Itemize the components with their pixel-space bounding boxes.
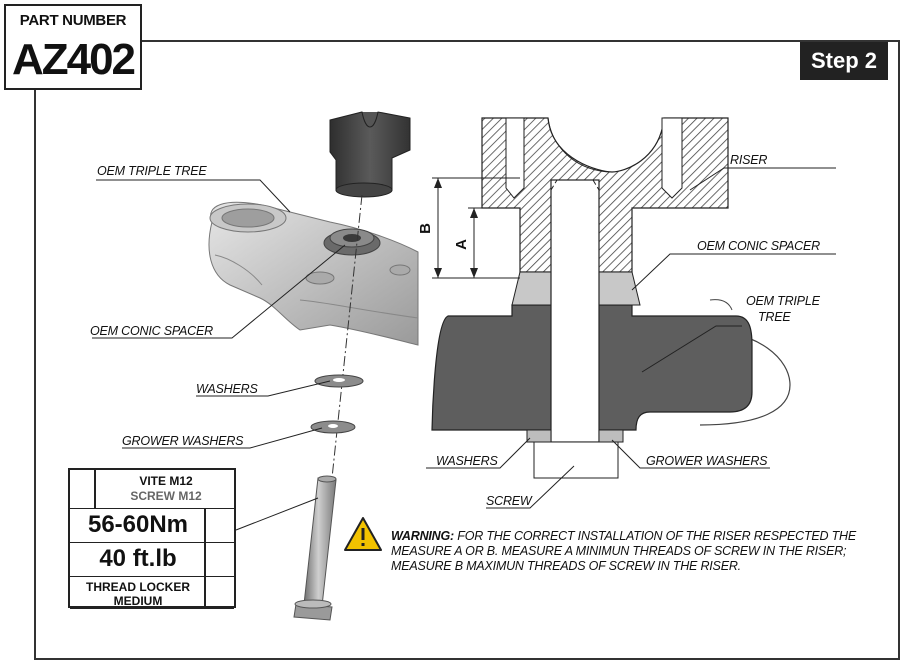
grower-washer-3d (310, 420, 356, 434)
label-oem-conic-spacer-section: OEM CONIC SPACER (697, 239, 820, 253)
step-badge: Step 2 (800, 42, 888, 80)
spec-torque-nm: 56-60Nm (87, 511, 189, 538)
label-washers-section: WASHERS (436, 454, 498, 468)
section-view (431, 117, 791, 479)
spec-thread-locker-1: THREAD LOCKER (86, 580, 190, 594)
part-number-value: AZ402 (11, 35, 136, 84)
label-screw: SCREW (486, 494, 532, 508)
screw-3d (293, 475, 337, 621)
label-washers: WASHERS (196, 382, 258, 396)
label-oem-triple-tree-section-1: OEM TRIPLE (746, 294, 820, 308)
label-riser: RISER (730, 153, 768, 167)
warning-icon (344, 517, 382, 551)
label-oem-conic-spacer: OEM CONIC SPACER (90, 324, 213, 338)
spec-row-torque-ftlb: 40 ft.lb (70, 542, 234, 577)
drawing-frame (34, 40, 900, 660)
spec-screw-en: SCREW M12 (130, 489, 202, 503)
screw-spec-box: VITE M12 SCREW M12 56-60Nm 40 ft.lb THRE… (68, 468, 236, 609)
label-oem-triple-tree: OEM TRIPLE TREE (97, 164, 207, 178)
riser-3d (329, 111, 411, 198)
right-leader-lines (426, 167, 836, 509)
dimension-a-label: A (452, 239, 470, 250)
spec-torque-ftlb: 40 ft.lb (99, 545, 177, 572)
dimension-b-label: B (416, 223, 434, 234)
warning-note: WARNING: FOR THE CORRECT INSTALLATION OF… (391, 529, 861, 574)
washer-3d (314, 374, 364, 388)
triple-tree-3d (208, 201, 419, 346)
label-grower-washers-section: GROWER WASHERS (646, 454, 768, 468)
spec-row-torque-nm: 56-60Nm (70, 508, 234, 543)
warning-text: FOR THE CORRECT INSTALLATION OF THE RISE… (391, 529, 857, 573)
label-oem-triple-tree-section-2: TREE (758, 310, 791, 324)
spec-screw-it: VITE M12 (139, 474, 193, 488)
spec-thread-locker-2: MEDIUM (113, 594, 163, 608)
spec-row-screw: VITE M12 SCREW M12 (70, 470, 234, 509)
part-number-box: PART NUMBER AZ402 (4, 4, 142, 90)
warning-lead: WARNING: (391, 529, 454, 543)
part-number-label: PART NUMBER (19, 12, 127, 29)
left-leader-lines (92, 179, 346, 531)
label-grower-washers: GROWER WASHERS (122, 434, 244, 448)
spec-row-thread-locker: THREAD LOCKER MEDIUM (70, 576, 234, 609)
